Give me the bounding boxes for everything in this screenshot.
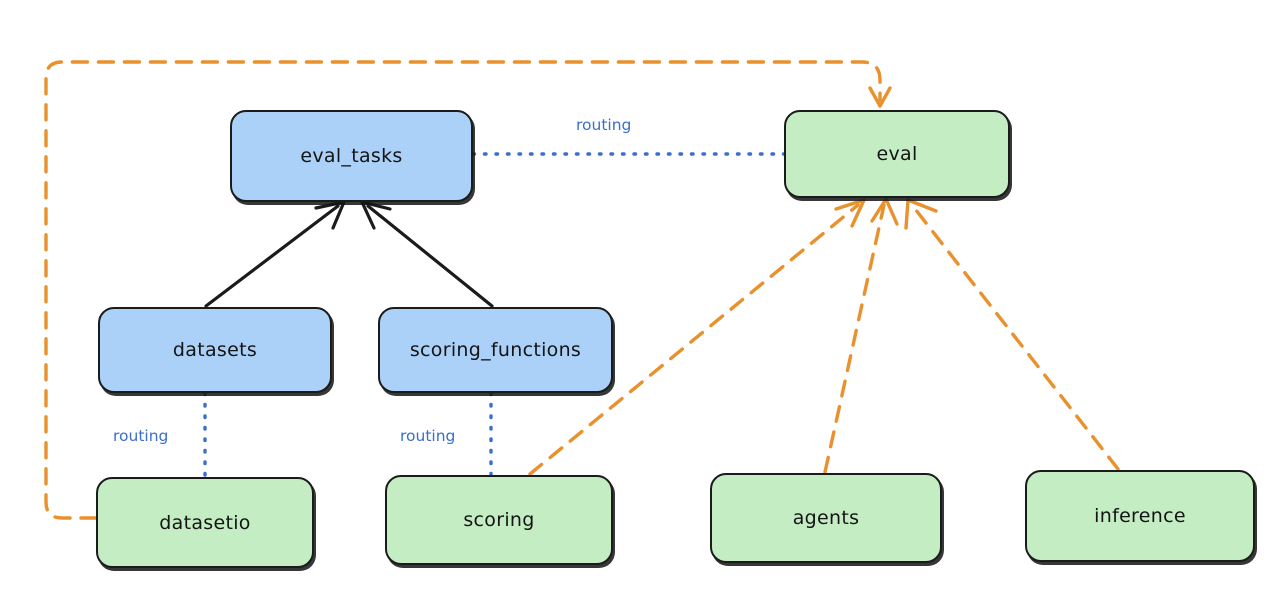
node-label-agents: agents — [792, 507, 860, 529]
node-scoring-functions[interactable]: scoring_functions — [378, 307, 613, 393]
edge-label-routing-scoring-functions-scoring: routing — [400, 427, 456, 445]
node-eval-tasks[interactable]: eval_tasks — [230, 110, 473, 202]
node-datasets[interactable]: datasets — [98, 307, 332, 393]
node-label-datasets: datasets — [172, 339, 258, 361]
node-agents[interactable]: agents — [710, 473, 942, 563]
node-datasetio[interactable]: datasetio — [96, 477, 314, 568]
edge-datasets-eval-tasks — [204, 200, 346, 308]
node-label-scoring-functions: scoring_functions — [409, 339, 582, 361]
node-label-inference: inference — [1094, 505, 1186, 527]
edge-agents-eval — [823, 197, 899, 474]
edge-label-routing-datasets-datasetio: routing — [113, 427, 169, 445]
node-label-scoring: scoring — [463, 509, 535, 531]
edge-label-routing-eval-tasks-eval: routing — [576, 116, 632, 134]
node-eval[interactable]: eval — [784, 110, 1010, 198]
node-label-eval: eval — [876, 143, 918, 165]
edge-datasetio-eval — [44, 60, 892, 520]
node-label-datasetio: datasetio — [159, 511, 251, 534]
node-scoring[interactable]: scoring — [385, 475, 613, 565]
node-inference[interactable]: inference — [1025, 470, 1255, 562]
edge-scoring-functions-eval-tasks — [360, 200, 494, 308]
edge-inference-eval — [904, 198, 1120, 471]
node-label-eval-tasks: eval_tasks — [300, 145, 403, 167]
edge-scoring-eval — [528, 198, 866, 476]
